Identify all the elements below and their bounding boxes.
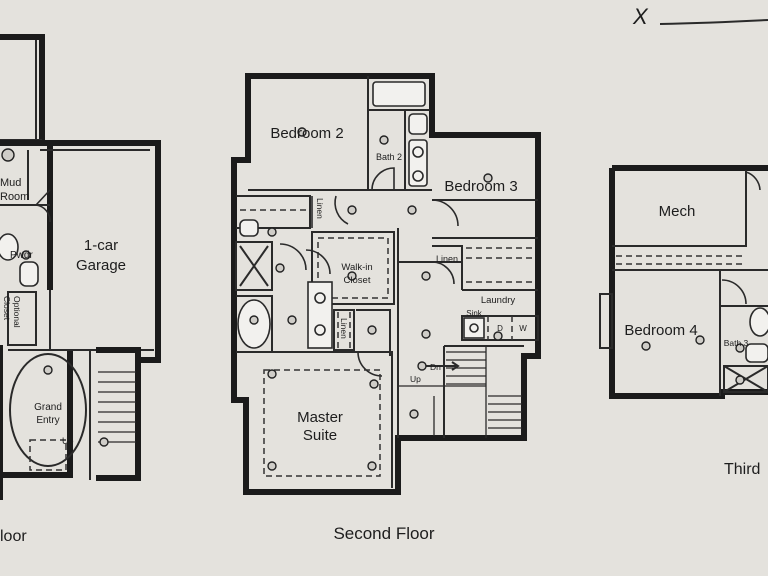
sink-label: Sink: [466, 309, 483, 318]
master-suite-label-1: Master: [297, 409, 343, 426]
mud-room-label-2: Room: [0, 191, 29, 203]
third-floor-title: Third: [724, 461, 760, 478]
walk-in-closet-label-1: Walk-in: [341, 262, 372, 273]
grand-entry-label-1: Grand: [34, 402, 62, 413]
garage-label-1: 1-car: [84, 237, 118, 254]
first-floor-plan: Mud Room Pwdr 1-car Garage Optional Clos…: [0, 34, 161, 545]
bedroom-4-label: Bedroom 4: [624, 322, 697, 339]
third-floor-plan: Mech Bedroom 4 Bath 3 Third: [599, 165, 768, 478]
grand-entry-label-2: Entry: [36, 415, 59, 426]
bedroom-3-label: Bedroom 3: [444, 178, 517, 195]
bedroom-2-label: Bedroom 2: [270, 125, 343, 142]
master-suite-label-2: Suite: [303, 427, 337, 444]
handwritten-x-mark: X: [632, 4, 649, 29]
handwritten-annotation: X: [632, 4, 768, 29]
mech-label: Mech: [659, 203, 696, 220]
second-floor-plan: Bedroom 2 Bath 2 Bedroom 3 Linen Walk-in…: [231, 73, 541, 543]
first-floor-up-label: Up: [62, 436, 74, 446]
linen-master-label: Linen: [339, 318, 349, 339]
linen-left-label: Linen: [315, 198, 325, 219]
powder-label: Pwdr: [10, 250, 33, 261]
bath-3-label: Bath 3: [724, 338, 749, 348]
bath-2-label: Bath 2: [376, 152, 402, 162]
up-label: Up: [410, 374, 421, 384]
laundry-label: Laundry: [481, 295, 516, 306]
walk-in-closet-label-2: Closet: [344, 275, 371, 286]
first-floor-title: loor: [0, 528, 27, 545]
second-floor-title: Second Floor: [333, 524, 434, 543]
mud-room-label-1: Mud: [0, 177, 21, 189]
down-label: Dn: [430, 362, 441, 372]
garage-label-2: Garage: [76, 257, 126, 274]
dryer-label: D: [497, 324, 503, 333]
linen-right-label: Linen: [436, 254, 458, 264]
washer-label: W: [519, 324, 527, 333]
optional-closet-label-1: Optional: [12, 296, 22, 328]
optional-closet-label-2: Closet: [2, 296, 12, 321]
